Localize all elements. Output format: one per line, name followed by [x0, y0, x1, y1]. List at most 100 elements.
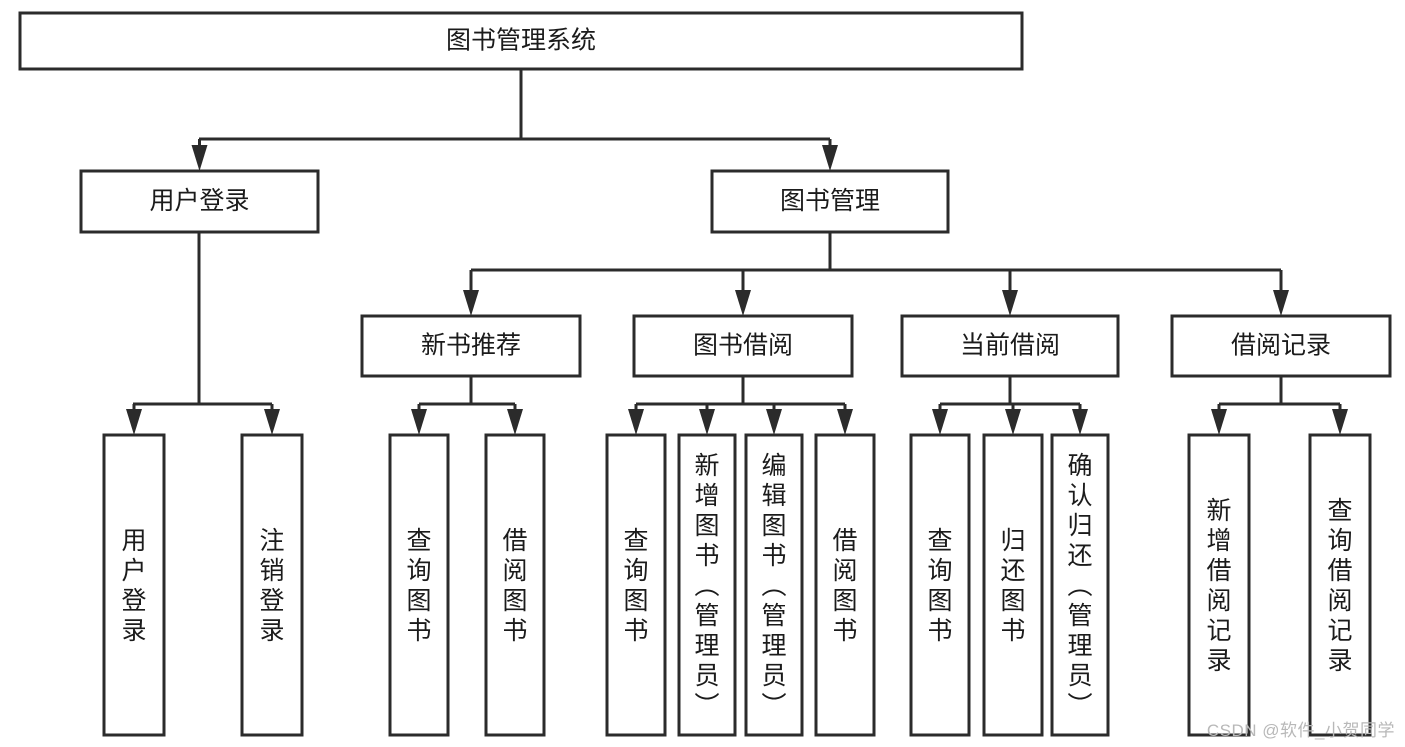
node-label: 当前借阅: [960, 332, 1060, 360]
node-login[interactable]: 用户登录: [79, 169, 320, 234]
node-box: [1050, 433, 1110, 737]
arrow-head-icon: [1332, 409, 1348, 435]
connector-edge: [628, 404, 644, 435]
node-box: [102, 433, 166, 737]
connector-edge: [463, 270, 479, 316]
arrow-head-icon: [1005, 409, 1021, 435]
node-layer: 图书管理系统用户登录图书管理新书推荐图书借阅当前借阅借阅记录用户登录注销登录查询…: [18, 11, 1392, 737]
node-label: 新增借阅记录: [1206, 497, 1231, 675]
node-box: [814, 433, 876, 737]
node-box: [632, 314, 854, 378]
connector-bus: [1219, 376, 1340, 406]
node-label: 注销登录: [259, 527, 284, 645]
watermark-label: CSDN @软件_小贺同学: [1206, 721, 1395, 740]
node-box: [710, 169, 950, 234]
arrow-head-icon: [1273, 290, 1289, 316]
connector-bus: [940, 376, 1080, 406]
connector-edge: [126, 404, 142, 435]
node-box: [388, 433, 450, 737]
node-leaf-return-book[interactable]: 归还图书: [982, 433, 1044, 737]
node-box: [79, 169, 320, 234]
node-box: [744, 433, 804, 737]
node-record[interactable]: 借阅记录: [1170, 314, 1392, 378]
node-label: 查询图书: [406, 527, 431, 645]
arrow-head-icon: [507, 409, 523, 435]
connector-bus: [636, 376, 845, 406]
node-leaf-confirm[interactable]: 确认归还︵管理员︶: [1050, 433, 1110, 737]
node-label: 借阅记录: [1231, 332, 1331, 360]
node-current[interactable]: 当前借阅: [900, 314, 1120, 378]
connector-edge: [766, 404, 782, 435]
connector-edge: [1332, 404, 1348, 435]
arrow-head-icon: [822, 145, 838, 171]
arrow-head-icon: [264, 409, 280, 435]
node-leaf-user-login[interactable]: 用户登录: [102, 433, 166, 737]
connector-bus: [133, 232, 272, 406]
connector-edge: [699, 404, 715, 435]
node-root[interactable]: 图书管理系统: [18, 11, 1024, 71]
node-borrow[interactable]: 图书借阅: [632, 314, 854, 378]
connector-edge: [1273, 270, 1289, 316]
node-box: [18, 11, 1024, 71]
connector-bus: [419, 376, 515, 406]
node-label: 新增图书︵管理员︶: [694, 452, 719, 720]
node-leaf-user-logout[interactable]: 注销登录: [240, 433, 304, 737]
node-box: [1170, 314, 1392, 378]
node-leaf-query-record[interactable]: 查询借阅记录: [1308, 433, 1372, 737]
arrow-head-icon: [932, 409, 948, 435]
arrow-head-icon: [126, 409, 142, 435]
arrow-head-icon: [463, 290, 479, 316]
connector-edge: [1005, 404, 1021, 435]
node-label: 查询图书: [623, 527, 648, 645]
arrow-head-icon: [1072, 409, 1088, 435]
connector-edge: [507, 404, 523, 435]
node-box: [900, 314, 1120, 378]
connector-edge: [191, 139, 208, 171]
node-label: 编辑图书︵管理员︶: [761, 452, 786, 720]
connector-edge: [411, 404, 427, 435]
node-leaf-query-book-2[interactable]: 查询图书: [605, 433, 667, 737]
node-box: [484, 433, 546, 737]
node-label: 归还图书: [1000, 527, 1025, 645]
node-leaf-query-book-1[interactable]: 查询图书: [388, 433, 450, 737]
connector-edge: [837, 404, 853, 435]
node-leaf-query-book-3[interactable]: 查询图书: [909, 433, 971, 737]
arrow-head-icon: [628, 409, 644, 435]
node-leaf-borrow-book-1[interactable]: 借阅图书: [484, 433, 546, 737]
node-box: [605, 433, 667, 737]
arrow-head-icon: [699, 409, 715, 435]
connector-edge: [264, 404, 280, 435]
node-box: [982, 433, 1044, 737]
node-label: 借阅图书: [502, 527, 527, 645]
node-bookmgmt[interactable]: 图书管理: [710, 169, 950, 234]
node-leaf-edit-book[interactable]: 编辑图书︵管理员︶: [744, 433, 804, 737]
node-newbook[interactable]: 新书推荐: [360, 314, 582, 378]
arrow-head-icon: [735, 290, 751, 316]
node-leaf-add-book[interactable]: 新增图书︵管理员︶: [677, 433, 737, 737]
node-label: 图书管理: [780, 187, 880, 215]
node-label: 借阅图书: [832, 527, 857, 645]
node-leaf-add-record[interactable]: 新增借阅记录: [1187, 433, 1251, 737]
arrow-head-icon: [411, 409, 427, 435]
arrow-head-icon: [191, 145, 208, 171]
arrow-head-icon: [837, 409, 853, 435]
node-leaf-borrow-book-2[interactable]: 借阅图书: [814, 433, 876, 737]
node-label: 用户登录: [121, 527, 146, 645]
node-box: [360, 314, 582, 378]
connector-edge: [735, 270, 751, 316]
arrow-head-icon: [1211, 409, 1227, 435]
connector-bus: [471, 232, 1281, 272]
node-label: 查询图书: [927, 527, 952, 645]
node-box: [1187, 433, 1251, 737]
connector-layer: [126, 69, 1348, 435]
node-label: 用户登录: [149, 187, 249, 215]
node-box: [677, 433, 737, 737]
arrow-head-icon: [766, 409, 782, 435]
connector-bus: [199, 69, 830, 141]
node-label: 确认归还︵管理员︶: [1067, 452, 1092, 720]
arrow-head-icon: [1002, 290, 1018, 316]
connector-edge: [1072, 404, 1088, 435]
connector-edge: [932, 404, 948, 435]
